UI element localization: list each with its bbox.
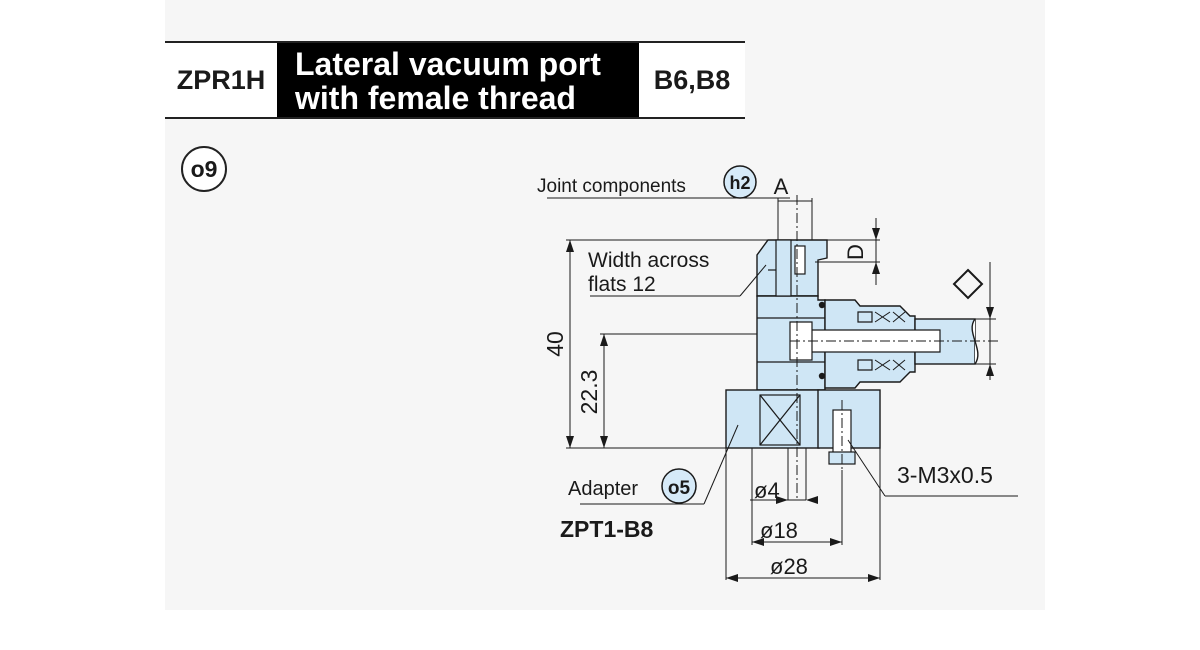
dia-28-label: ø28: [770, 554, 808, 579]
dim-d-label: D: [843, 244, 868, 260]
dia-18-label: ø18: [760, 518, 798, 543]
badge-o5: [661, 468, 697, 504]
badge-o5-text: o5: [668, 478, 691, 499]
header-title: Lateral vacuum port with female thread: [277, 43, 639, 117]
thread-spec-label: 3-M3x0.5: [897, 462, 993, 488]
header-title-line2: with female thread: [295, 80, 576, 116]
adapter-left: [725, 389, 820, 449]
header-title-line1: Lateral vacuum port: [295, 46, 601, 82]
badge-h2-text: h2: [729, 173, 750, 193]
adapter-label: Adapter: [568, 478, 638, 500]
adapter-part-number: ZPT1-B8: [560, 516, 654, 542]
badge-h2: [723, 165, 757, 199]
diamond-icon: [952, 268, 984, 300]
dim-a-label: A: [774, 174, 789, 199]
dim-40-label: 40: [542, 331, 568, 357]
dia-4-label: ø4: [754, 478, 780, 503]
option-badge-o9: o9: [181, 146, 227, 192]
size-codes: B6,B8: [653, 64, 731, 95]
joint-fitting: [756, 239, 828, 297]
spec-header: ZPR1H Lateral vacuum port with female th…: [165, 41, 745, 119]
model-code: ZPR1H: [176, 64, 266, 95]
joint-components-label: Joint components: [537, 176, 686, 197]
width-across-label-2: flats 12: [588, 273, 656, 296]
dim-22-3-label: 22.3: [576, 370, 602, 415]
width-across-label-1: Width across: [588, 249, 709, 272]
